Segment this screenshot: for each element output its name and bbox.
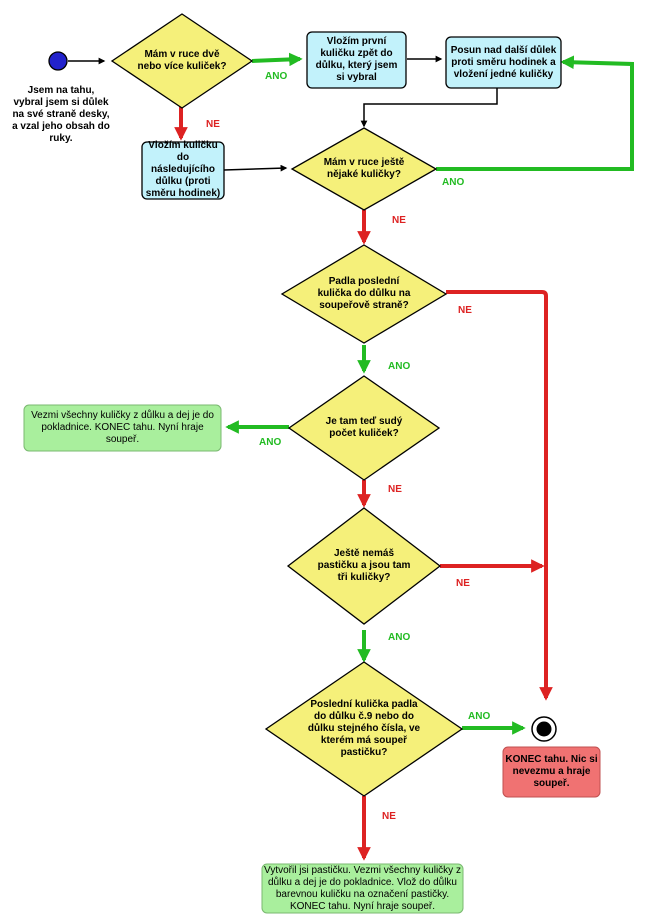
label-q4-yes: ANO [259, 437, 282, 448]
process-put-first-back [306, 31, 407, 89]
label-q2-no: NE [392, 215, 406, 226]
decision-last-9 [264, 661, 464, 797]
take-all-text: Vezmi všechny kuličky z důlku a dej je d… [31, 410, 214, 445]
decision-last-fell-text: Padla poslední kulička do důlku na soupe… [317, 276, 411, 311]
box-create-pastik [261, 863, 464, 914]
create-pastik-text: Vytvořil jsi pastičku. Vezmi všechny kul… [264, 864, 461, 912]
label-q4-no: NE [388, 484, 402, 495]
decision-last-fell [280, 244, 448, 344]
arrow-put-next-to-q2 [223, 164, 288, 172]
decision-still-balls [290, 127, 438, 211]
decision-two-balls [110, 13, 254, 109]
process-move-next [445, 36, 562, 89]
label-q6-yes: ANO [468, 711, 491, 722]
arrow-q2-yes [436, 55, 634, 171]
end-text: KONEC tahu. Nic si nevezmu a hraje soupe… [505, 754, 598, 789]
label-q5-yes: ANO [388, 632, 411, 643]
arrow-q3-no [446, 290, 553, 701]
put-first-back-text: Vložím první kuličku zpět do důlku, kter… [315, 36, 398, 83]
label-q3-yes: ANO [388, 361, 411, 372]
label-q1-yes: ANO [265, 71, 288, 82]
decision-no-pastik [286, 507, 442, 625]
put-next-text: Vložím kuličku do následujícího důlku (p… [145, 140, 221, 199]
decision-even-text: Je tam teď sudý počet kuliček? [325, 416, 403, 439]
decision-last-9-text: Poslední kulička padla do důlku č.9 nebo… [307, 699, 421, 758]
decision-two-balls-text: Mám v ruce dvě nebo více kuliček? [137, 49, 227, 72]
label-q5-no: NE [456, 578, 470, 589]
decision-still-balls-text: Mám v ruce ještě nějaké kuličky? [323, 157, 405, 180]
label-q6-no: NE [382, 811, 396, 822]
decision-even [287, 375, 441, 481]
label-q1-no: NE [206, 119, 220, 130]
arrow-move-to-q2 [360, 88, 498, 128]
start-text: Jsem na tahu, vybral jsem si důlek na sv… [12, 85, 110, 144]
move-next-text: Posun nad další důlek proti směru hodine… [450, 44, 557, 80]
label-q2-yes: ANO [442, 177, 465, 188]
box-end [502, 746, 601, 798]
connectors [68, 52, 634, 861]
arrow-q1-yes [251, 52, 303, 67]
box-take-all [23, 404, 222, 452]
start-node [48, 51, 68, 71]
end-node-inner [536, 721, 552, 737]
process-put-next [141, 141, 225, 200]
label-q3-no: NE [458, 305, 472, 316]
decision-no-pastik-text: Ještě nemáš pastičku a jsou tam tři kuli… [317, 548, 411, 583]
